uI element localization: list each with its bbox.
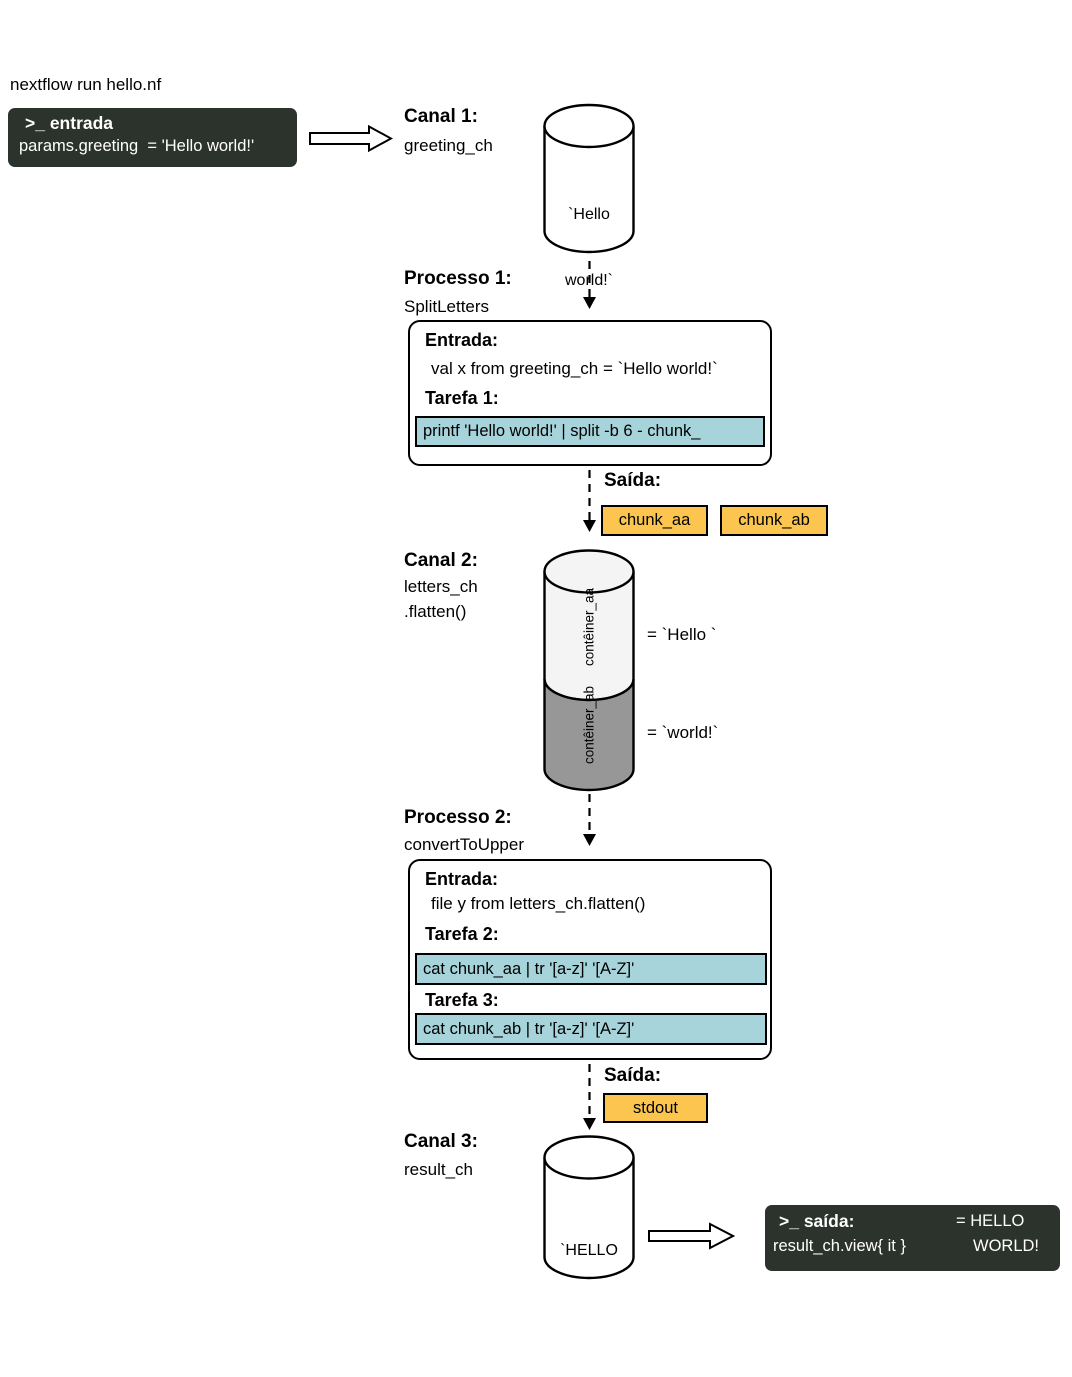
canal3-title: Canal 3: bbox=[404, 1131, 478, 1152]
canal3-line1: `HELLO bbox=[560, 1242, 618, 1259]
stdout-label: stdout bbox=[633, 1098, 678, 1117]
input-terminal-title: >_ entrada bbox=[25, 113, 114, 133]
output-result-line2: WORLD! bbox=[973, 1237, 1039, 1255]
chunk-ab-label: chunk_ab bbox=[738, 511, 810, 529]
processo2-tarefa2-code-box: cat chunk_aa | tr '[a-z]' '[A-Z]' bbox=[415, 953, 767, 985]
processo2-subtitle: convertToUpper bbox=[404, 835, 525, 854]
output-terminal-title: >_ saída: bbox=[779, 1211, 855, 1231]
output-terminal-line: result_ch.view{ it } bbox=[773, 1237, 906, 1255]
workflow-diagram: nextflow run hello.nf >_ entrada params.… bbox=[0, 72, 1072, 1287]
canal1-cylinder-icon bbox=[543, 103, 635, 254]
processo1-entrada-label: Entrada: bbox=[425, 330, 499, 350]
canal3-subtitle: result_ch bbox=[404, 1160, 473, 1179]
chunk-aa-label: chunk_aa bbox=[618, 511, 691, 529]
saida2-label: Saída: bbox=[604, 1065, 662, 1086]
canal2-container-a-label: contêiner_aa bbox=[582, 587, 597, 666]
canal2-title: Canal 2: bbox=[404, 550, 478, 571]
canal1-title: Canal 1: bbox=[404, 106, 478, 127]
flow-arrow-icon bbox=[583, 470, 596, 532]
canal1-content: `Hello world!` bbox=[543, 160, 635, 336]
canal2-container-b-label: contêiner_ab bbox=[582, 686, 597, 764]
processo1-title: Processo 1: bbox=[404, 268, 512, 289]
processo1-tarefa-code: printf 'Hello world!' | split -b 6 - chu… bbox=[423, 422, 701, 440]
chunk-aa-box: chunk_aa bbox=[601, 505, 708, 536]
workflow-command: nextflow run hello.nf bbox=[10, 75, 162, 94]
processo1-subtitle: SplitLetters bbox=[404, 297, 490, 316]
flow-arrow-icon bbox=[583, 261, 596, 309]
processo2-tarefa3-label: Tarefa 3: bbox=[425, 990, 499, 1010]
processo1-box: Entrada: val x from greeting_ch = `Hello… bbox=[408, 320, 772, 466]
canal2-cylinder-icon: contêiner_aa contêiner_ab bbox=[543, 549, 635, 792]
canal1-line1: `Hello bbox=[568, 206, 610, 223]
processo2-entrada-text: file y from letters_ch.flatten() bbox=[431, 894, 646, 913]
canal3-content: `HELLO `WORLD!' bbox=[543, 1196, 635, 1287]
processo2-entrada-label: Entrada: bbox=[425, 869, 499, 889]
stdout-box: stdout bbox=[603, 1093, 708, 1123]
processo2-tarefa2-label: Tarefa 2: bbox=[425, 924, 499, 944]
processo2-box: Entrada: file y from letters_ch.flatten(… bbox=[408, 859, 772, 1060]
canal2-subtitle1: letters_ch bbox=[404, 577, 478, 596]
canal2-value-a: = `Hello ` bbox=[647, 625, 717, 644]
arrow-right-icon bbox=[309, 125, 393, 152]
processo2-tarefa3-code: cat chunk_ab | tr '[a-z]' '[A-Z]' bbox=[423, 1019, 635, 1038]
processo2-title: Processo 2: bbox=[404, 807, 512, 828]
flow-arrow-icon bbox=[583, 794, 596, 846]
canal1-subtitle: greeting_ch bbox=[404, 136, 493, 155]
flow-arrow-icon bbox=[583, 1064, 596, 1130]
input-terminal: >_ entrada params.greeting = 'Hello worl… bbox=[8, 108, 297, 167]
canal2-value-b: = `world!` bbox=[647, 723, 719, 742]
chunk-ab-box: chunk_ab bbox=[720, 505, 828, 536]
processo2-tarefa3-code-box: cat chunk_ab | tr '[a-z]' '[A-Z]' bbox=[415, 1013, 767, 1045]
processo1-tarefa-label: Tarefa 1: bbox=[425, 388, 499, 408]
input-terminal-line: params.greeting = 'Hello world!' bbox=[19, 137, 255, 155]
arrow-right-icon bbox=[648, 1222, 735, 1250]
processo1-tarefa-code-box: printf 'Hello world!' | split -b 6 - chu… bbox=[415, 416, 765, 447]
processo2-tarefa2-code: cat chunk_aa | tr '[a-z]' '[A-Z]' bbox=[423, 959, 635, 978]
processo1-entrada-text: val x from greeting_ch = `Hello world!` bbox=[431, 359, 718, 378]
canal2-subtitle2: .flatten() bbox=[404, 602, 467, 621]
saida1-label: Saída: bbox=[604, 470, 662, 491]
